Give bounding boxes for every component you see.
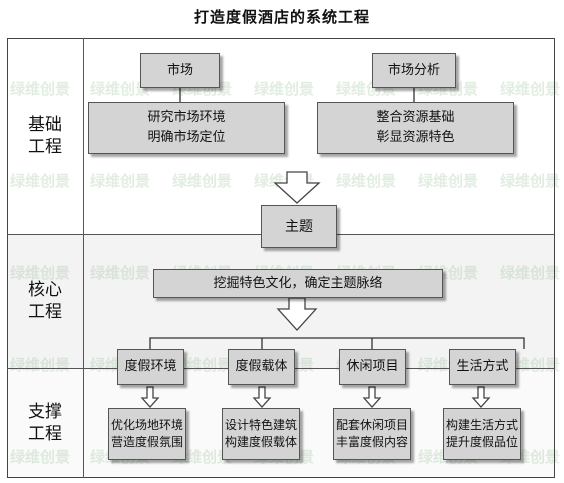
diagram-title: 打造度假酒店的系统工程 [193, 8, 370, 26]
market-box: 市场 [140, 53, 220, 88]
resource-integration-box: 整合资源基础彰显资源特色 [317, 102, 514, 154]
environment-detail-box: 优化场地环境营造度假氛围 [108, 408, 186, 460]
market-analysis-box: 市场分析 [372, 53, 456, 88]
arrow-to-branch [276, 297, 318, 331]
section-label-foundation: 基础工程 [27, 115, 62, 157]
carrier-detail-box: 设计特色建筑构建度假载体 [222, 408, 300, 460]
arrow-lifestyle [471, 386, 491, 408]
lifestyle-box: 生活方式 [449, 349, 516, 385]
core-band [7, 234, 555, 368]
holiday-carrier-box: 度假载体 [228, 349, 295, 385]
label-column-divider [83, 38, 84, 478]
market-research-box: 研究市场环境明确市场定位 [88, 102, 285, 154]
arrow-leisure [362, 386, 382, 408]
arrow-env [140, 386, 160, 408]
leisure-projects-box: 休闲项目 [339, 349, 406, 385]
section-label-support: 支撑工程 [27, 402, 62, 444]
leisure-detail-box: 配套休闲项目丰富度假内容 [333, 408, 411, 460]
lifestyle-detail-box: 构建生活方式提升度假品位 [443, 408, 521, 460]
theme-box: 主题 [261, 205, 337, 248]
section-label-core: 核心工程 [27, 280, 62, 322]
culture-theme-box: 挖掘特色文化，确定主题脉络 [153, 269, 443, 298]
arrow-to-theme [273, 171, 321, 204]
arrow-carrier [252, 386, 272, 408]
diagram-frame [7, 38, 555, 478]
connector-branch [149, 337, 525, 349]
holiday-environment-box: 度假环境 [117, 349, 184, 385]
